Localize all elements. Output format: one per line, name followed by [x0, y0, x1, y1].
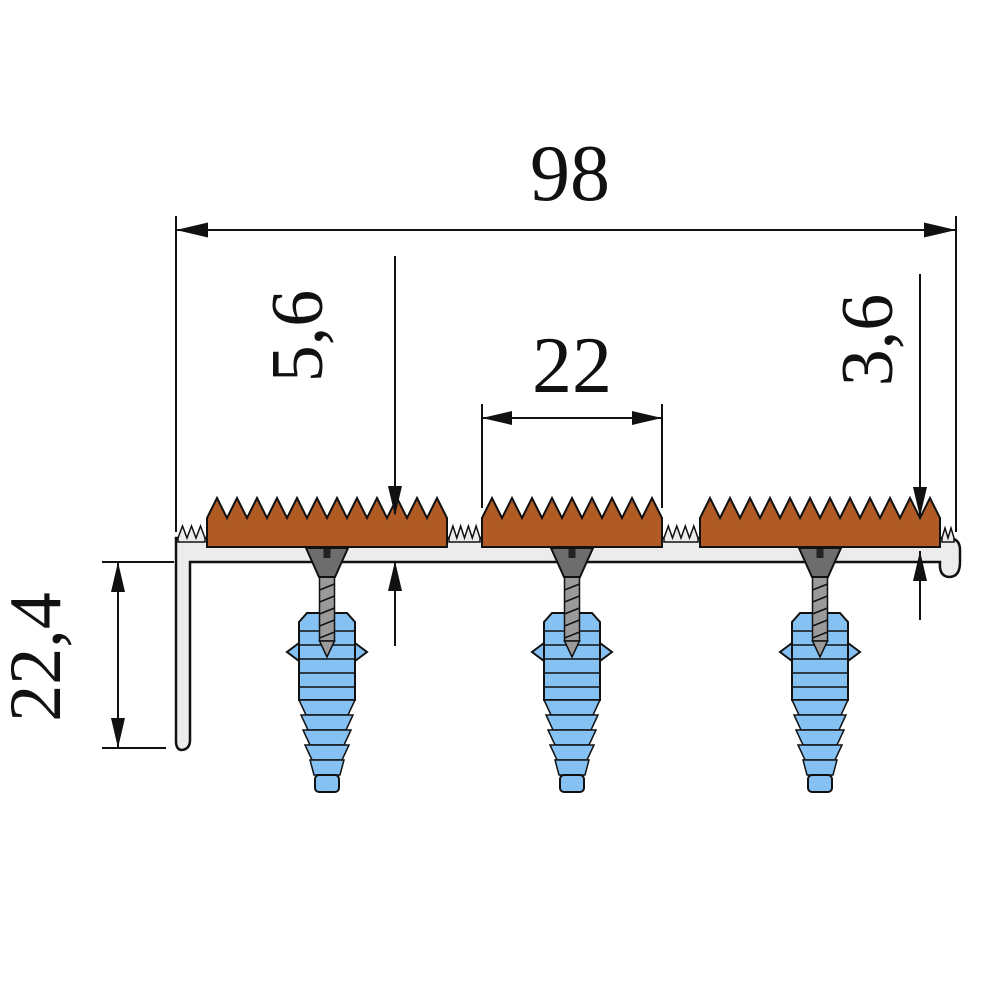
profile-serration-gap-2 — [663, 523, 699, 543]
arrowhead — [176, 222, 208, 238]
rubber-insert-left — [206, 495, 448, 548]
dim-middle-insert-width-label: 22 — [532, 322, 612, 410]
dim-nose-height-label: 22,4 — [0, 592, 77, 722]
rubber-insert-right — [699, 495, 941, 548]
arrowhead — [111, 562, 125, 592]
arrowhead — [388, 561, 402, 591]
arrowhead — [388, 486, 402, 516]
dimension-insert-thickness: 3,6 — [827, 274, 927, 620]
dimension-insert-height: 5,6 — [257, 256, 402, 646]
arrowhead — [913, 487, 927, 517]
profile-serration-gap-1 — [448, 523, 481, 543]
arrowhead — [632, 411, 662, 425]
arrowhead — [924, 222, 956, 238]
profile-serration-left-end — [177, 523, 206, 543]
profile-serration-right-end — [941, 525, 955, 543]
dim-overall-width-label: 98 — [530, 130, 610, 218]
dim-insert-height-label: 5,6 — [257, 290, 339, 383]
arrowhead — [482, 411, 512, 425]
arrowhead — [913, 551, 927, 581]
fastener-center — [531, 547, 613, 793]
aluminium-profile — [174, 536, 962, 752]
arrowhead — [111, 718, 125, 748]
fastener-right — [779, 547, 861, 793]
dimension-overall-width: 98 — [175, 130, 957, 532]
dim-insert-thickness-label: 3,6 — [827, 294, 909, 387]
fastener-left — [286, 547, 368, 793]
dimension-nose-height: 22,4 — [0, 561, 174, 749]
rubber-insert-middle — [481, 495, 663, 548]
dimension-middle-insert-width: 22 — [481, 322, 663, 508]
